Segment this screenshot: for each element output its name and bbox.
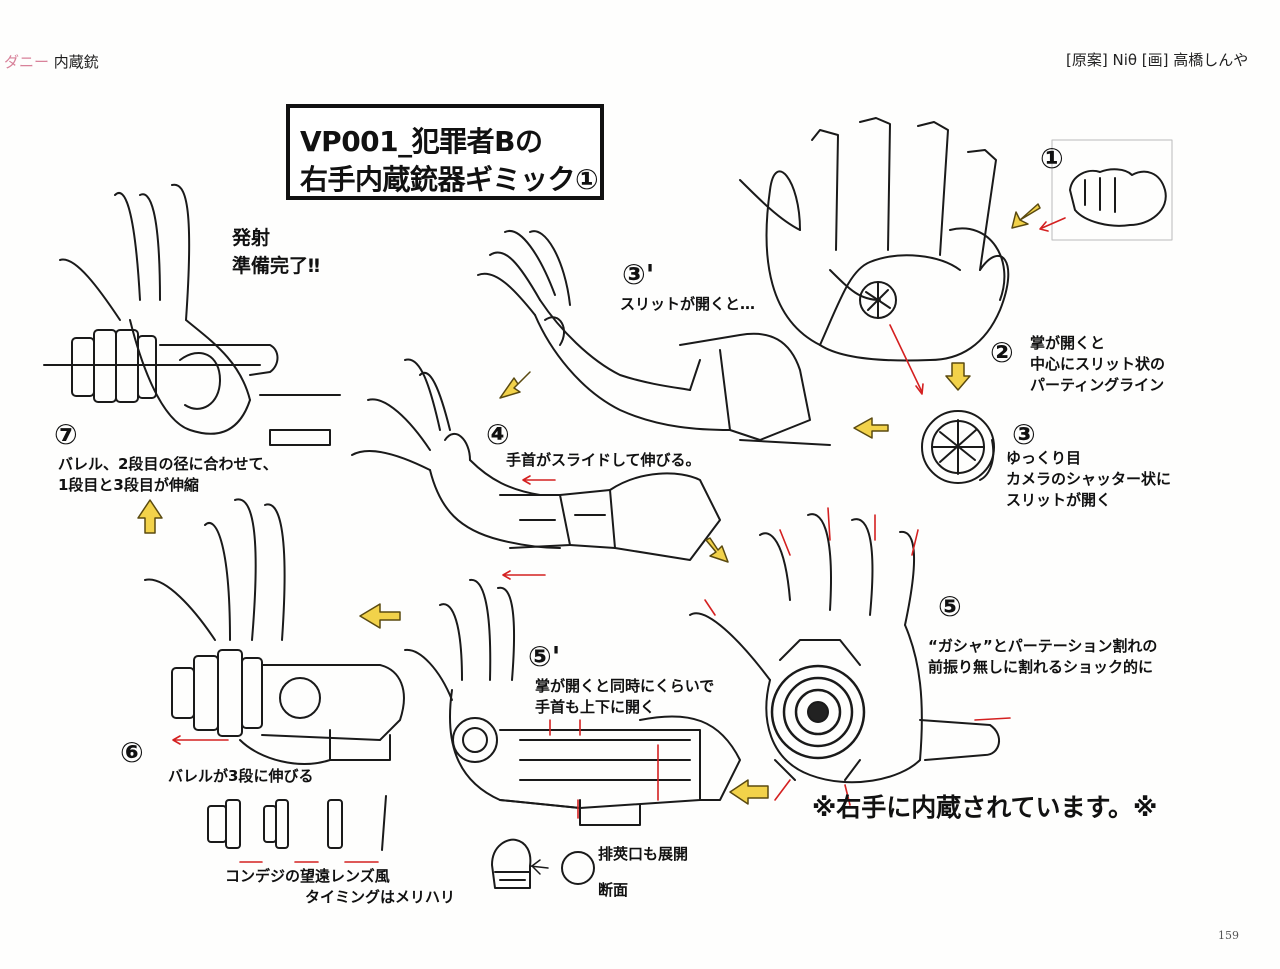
character-name: ダニー (4, 53, 50, 71)
credits: [原案] Niθ [画] 高橋しんや (1066, 51, 1249, 69)
step-2-line-1: 掌が開くと (1030, 334, 1106, 352)
step-6-note-2: タイミングはメリハリ (305, 888, 456, 906)
sketch-reaching-hand (477, 230, 831, 446)
footer-note: ※右手に内蔵されています。※ (812, 793, 1158, 822)
sketch-palm-gun-core (689, 513, 1000, 784)
sketch-ready-hand (43, 183, 341, 446)
sketch-shell (491, 838, 595, 889)
step-2-line-3: パーティングライン (1030, 376, 1165, 394)
step-7-number: ⑦ (54, 418, 78, 451)
step-3-line-2: カメラのシャッター状に (1006, 470, 1172, 488)
sketch-sliding-wrist (351, 358, 721, 561)
sketch-wrist-opening (404, 578, 741, 826)
step-5p-line-2: 手首も上下に開く (535, 698, 656, 716)
step-5-line-2: 前振り無しに割れるショック的に (928, 658, 1154, 676)
title-box: VP001_犯罪者Bの 右手内蔵銃器ギミック① (286, 104, 604, 200)
step-4-number: ④ (486, 418, 510, 451)
step-6-line-1: バレルが3段に伸びる (168, 767, 314, 785)
step-1-number: ① (1040, 142, 1064, 175)
ready-line-2: 準備完了‼ (232, 255, 320, 277)
cross-section-label: 断面 (598, 881, 629, 899)
step-3p-number: ③' (622, 258, 655, 291)
ready-line-1: 発射 (232, 227, 271, 249)
step-4-line-1: 手首がスライドして伸びる。 (506, 451, 701, 469)
exhaust-label: 排莢口も展開 (598, 845, 689, 863)
sketch-shutter (921, 410, 995, 484)
step-3p-line-1: スリットが開くと… (620, 295, 756, 313)
step-5-line-1: “ガシャ”とパーテーション割れの (928, 637, 1158, 655)
step-3-line-3: スリットが開く (1006, 491, 1112, 509)
step-6-number: ⑥ (120, 736, 144, 769)
title-line-1: VP001_犯罪者Bの (300, 125, 543, 158)
yellow-flow-arrows (137, 203, 1041, 805)
step-7-line-2: 1段目と3段目が伸縮 (58, 476, 199, 494)
step-3-line-1: ゆっくり目 (1006, 449, 1082, 467)
step-7-line-1: バレル、2段目の径に合わせて、 (58, 455, 278, 473)
page-header-left: ダニー 内蔵銃 (4, 53, 99, 71)
step-3-number: ③ (1012, 418, 1036, 451)
sketch-open-palm (739, 117, 1010, 362)
title-line-2: 右手内蔵銃器ギミック① (300, 163, 599, 196)
red-motion-arrows (172, 217, 1066, 863)
section-title: 内蔵銃 (53, 53, 99, 71)
sketch-clenched-fist (1051, 139, 1173, 241)
step-5p-line-1: 掌が開くと同時にくらいで (535, 677, 715, 695)
step-2-number: ② (990, 336, 1014, 369)
page-number: 159 (1218, 929, 1239, 942)
step-5p-number: ⑤' (528, 640, 561, 673)
step-5-number: ⑤ (938, 590, 962, 623)
step-2-line-2: 中心にスリット状の (1030, 355, 1166, 373)
sketch-barrel-hand (144, 498, 405, 765)
step-6-note-1: コンデジの望遠レンズ風 (225, 867, 390, 885)
sketch-barrel-stages (207, 795, 387, 851)
